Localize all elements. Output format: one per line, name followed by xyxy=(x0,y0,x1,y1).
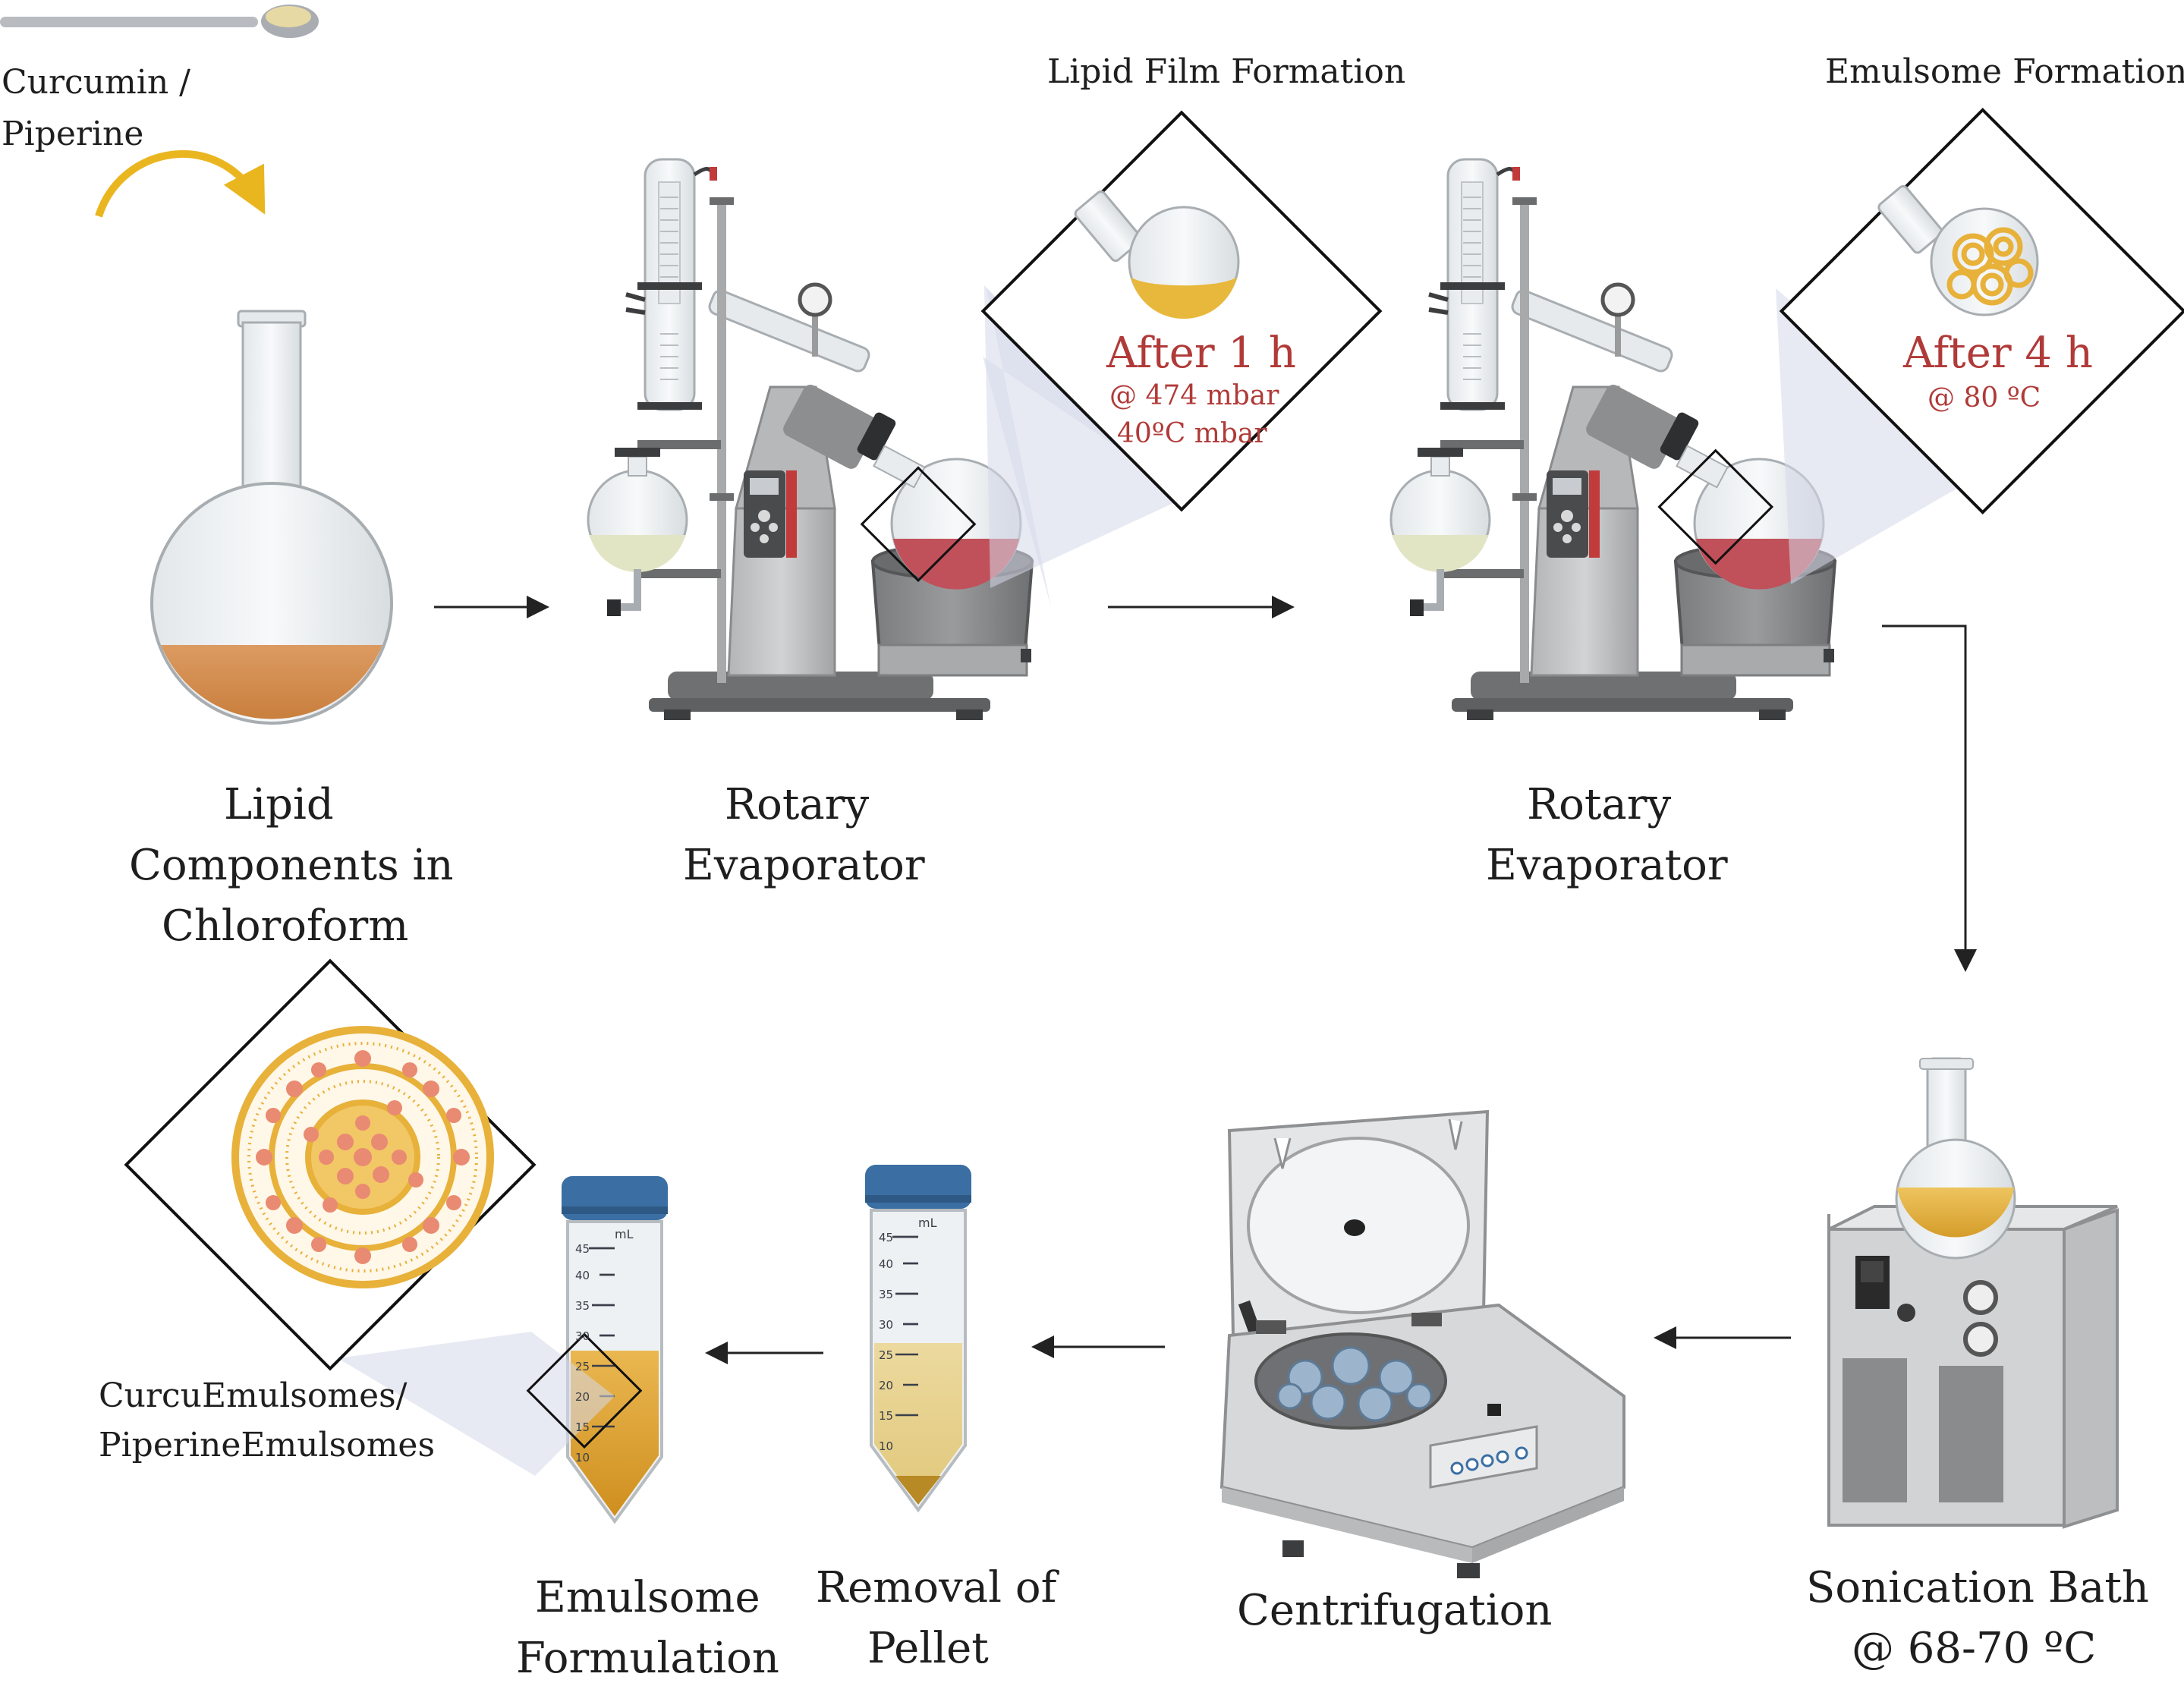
sonication-label-line2: @ 68-70 ºC xyxy=(1852,1624,2097,1673)
after-4h-label: After 4 h xyxy=(1903,329,2093,378)
pellet-tube-tick-35: 35 xyxy=(879,1288,893,1301)
dry-flask-icon xyxy=(1074,190,1240,319)
pressure-label: @ 474 mbar xyxy=(1109,380,1279,411)
add-compound-arrow xyxy=(95,150,266,218)
product-label-line2: PiperineEmulsomes xyxy=(99,1426,436,1464)
pellet-tube-unit: mL xyxy=(918,1216,937,1230)
lipid-label-line3: Chloroform xyxy=(162,901,409,951)
emulsome-flask-icon xyxy=(1877,184,2039,316)
rotary2-label-line1: Rotary xyxy=(1527,780,1672,829)
emulsome-tube-unit: mL xyxy=(615,1227,634,1241)
lipid-label-line1: Lipid xyxy=(224,780,334,829)
pellet-tube-tick-30: 30 xyxy=(879,1318,893,1332)
pellet-tube-tick-40: 40 xyxy=(879,1257,893,1271)
rotary-evaporator-1 xyxy=(588,159,1032,720)
sonication-label-line1: Sonication Bath xyxy=(1806,1563,2149,1612)
emulsome-tube-tick-15: 15 xyxy=(575,1420,590,1434)
piperine-label: Piperine xyxy=(2,115,144,153)
zoom-marker-2 xyxy=(1657,448,1774,565)
emulsome-tube-tick-30: 30 xyxy=(575,1329,590,1343)
pellet-tube-tick-20: 20 xyxy=(879,1379,893,1392)
pellet-tube-tick-25: 25 xyxy=(879,1348,893,1362)
chloroform-flask-icon xyxy=(150,310,393,725)
temperature-40-label: 40ºC mbar xyxy=(1117,418,1267,449)
after-1h-label: After 1 h xyxy=(1106,329,1296,378)
lipid-label-line2: Components in xyxy=(129,841,454,890)
pellet-tube-tick-10: 10 xyxy=(879,1439,893,1453)
emulsome-label-line2: Formulation xyxy=(516,1634,779,1683)
zoom-cone-3 xyxy=(338,1332,615,1476)
emulsome-tube-tick-25: 25 xyxy=(575,1360,590,1373)
emulsome-tube-tick-40: 40 xyxy=(575,1269,590,1282)
emulsome-tube-tick-45: 45 xyxy=(575,1242,590,1256)
emulsome-tube-tick-10: 10 xyxy=(575,1451,590,1464)
rotary2-label-line2: Evaporator xyxy=(1486,841,1728,890)
rotary-evaporator-2 xyxy=(1391,159,1835,720)
sonication-bath-icon xyxy=(1827,1057,2119,1529)
emulsome-tube-tick-20: 20 xyxy=(575,1390,590,1404)
zoom-cone-2 xyxy=(1776,288,1988,584)
zoom-marker-3 xyxy=(526,1332,643,1449)
pellet-label-line1: Removal of xyxy=(816,1563,1057,1612)
emulsome-tube-tick-35: 35 xyxy=(575,1299,590,1313)
rotary1-label-line2: Evaporator xyxy=(683,841,925,890)
centrifugation-label: Centrifugation xyxy=(1237,1586,1553,1635)
pellet-tube-icon xyxy=(864,1163,973,1512)
pellet-tube-tick-45: 45 xyxy=(879,1231,893,1244)
lipid-film-title: Lipid Film Formation xyxy=(1047,52,1406,91)
product-label-line1: CurcuEmulsomes/ xyxy=(99,1376,408,1415)
zoom-marker-1 xyxy=(860,466,977,583)
arrow-3 xyxy=(1882,624,1977,972)
centrifuge-icon xyxy=(1219,1109,1625,1578)
emulsome-structure-icon xyxy=(231,1026,494,1288)
temperature-80-label: @ 80 ºC xyxy=(1928,382,2041,414)
emulsome-label-line1: Emulsome xyxy=(535,1573,760,1622)
spatula-icon xyxy=(0,5,319,38)
rotary1-label-line1: Rotary xyxy=(725,780,870,829)
curcumin-label: Curcumin / xyxy=(2,63,190,102)
emulsome-formation-title: Emulsome Formation xyxy=(1825,52,2184,91)
pellet-label-line2: Pellet xyxy=(867,1624,989,1673)
pellet-tube-tick-15: 15 xyxy=(879,1409,893,1423)
